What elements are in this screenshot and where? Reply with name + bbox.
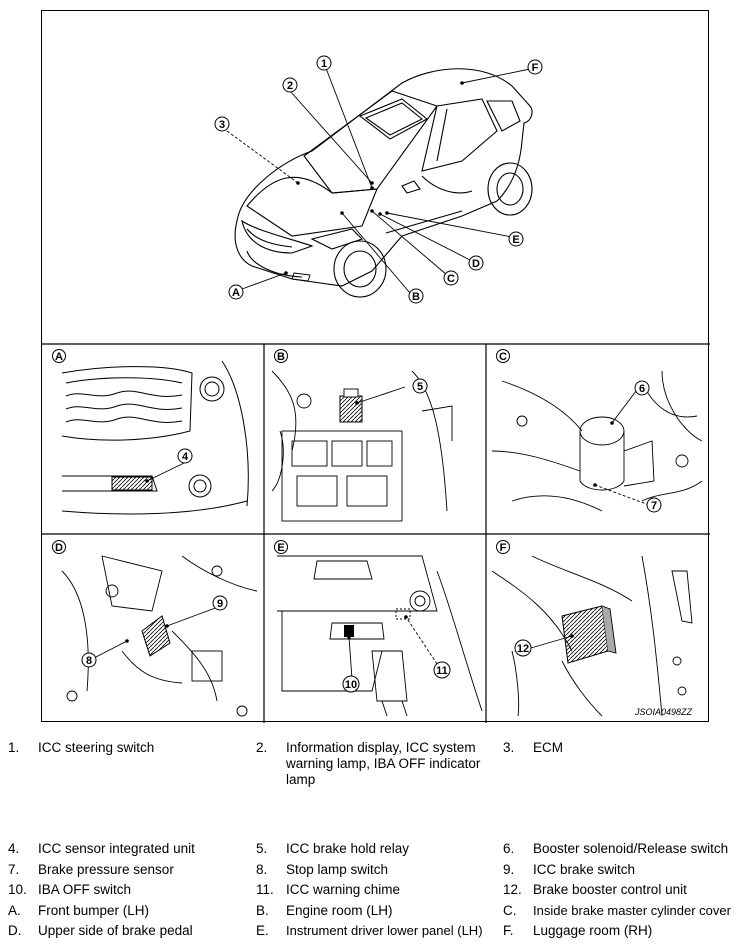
callout-11: 11 — [433, 661, 451, 679]
callout-7: 7 — [646, 497, 662, 513]
panel-c-letter: C — [496, 349, 510, 363]
overview-callout-c: C — [443, 270, 459, 286]
svg-text:D: D — [55, 542, 63, 554]
overview-callout-3: 3 — [214, 116, 230, 132]
callout-9: 9 — [212, 595, 228, 611]
panel-f-letter: F — [496, 540, 510, 554]
svg-text:F: F — [500, 542, 507, 554]
diagram-svg: 1 2 3 A B C D E F A 4 — [42, 55, 710, 723]
svg-text:A: A — [55, 351, 63, 363]
overview-points — [284, 81, 464, 275]
svg-text:6: 6 — [639, 383, 645, 395]
overview-callout-b: B — [408, 288, 424, 304]
svg-text:D: D — [472, 258, 480, 270]
component-location-figure: 1 2 3 A B C D E F A 4 — [41, 10, 710, 723]
overview-callout-a: A — [228, 284, 244, 300]
svg-text:9: 9 — [217, 598, 223, 610]
callout-4: 4 — [177, 448, 193, 464]
callout-8: 8 — [81, 652, 97, 668]
svg-text:8: 8 — [86, 655, 92, 667]
svg-text:C: C — [499, 351, 507, 363]
callout-5: 5 — [412, 378, 428, 394]
svg-text:E: E — [512, 234, 519, 246]
callout-10: 10 — [342, 675, 360, 693]
panel-f: F 12 — [491, 540, 693, 717]
panel-c: C 6 7 — [491, 349, 703, 513]
svg-text:4: 4 — [182, 451, 189, 463]
panel-a-letter: A — [52, 349, 66, 363]
callout-12: 12 — [514, 639, 532, 657]
panel-e-letter: E — [274, 540, 288, 554]
svg-text:B: B — [277, 351, 285, 363]
svg-text:C: C — [447, 273, 455, 285]
overview-callout-2: 2 — [282, 77, 298, 93]
overview-callout-e: E — [508, 231, 524, 247]
svg-text:7: 7 — [651, 500, 657, 512]
figure-code: JSOIA0498ZZ — [634, 707, 693, 717]
panel-d: D 9 8 — [52, 540, 258, 717]
svg-text:1: 1 — [321, 58, 327, 70]
svg-text:3: 3 — [219, 119, 225, 131]
svg-text:5: 5 — [417, 381, 423, 393]
panel-a: A 4 — [52, 349, 249, 515]
svg-text:B: B — [412, 291, 420, 303]
overview-callout-d: D — [468, 255, 484, 271]
svg-text:12: 12 — [517, 643, 529, 655]
panel-e: E 11 10 — [274, 540, 483, 717]
panel-b-letter: B — [274, 349, 288, 363]
svg-text:10: 10 — [345, 679, 357, 691]
svg-text:E: E — [277, 542, 284, 554]
panel-d-letter: D — [52, 540, 66, 554]
overview-leaders — [226, 62, 531, 294]
svg-text:11: 11 — [436, 665, 448, 677]
svg-text:2: 2 — [287, 80, 293, 92]
svg-text:A: A — [232, 287, 240, 299]
overview-callout-1: 1 — [316, 55, 332, 71]
overview-callout-f: F — [527, 59, 543, 75]
svg-text:F: F — [532, 62, 539, 74]
callout-6: 6 — [634, 380, 650, 396]
panel-b: B 5 — [271, 349, 453, 522]
car-overview-drawing — [234, 68, 533, 298]
